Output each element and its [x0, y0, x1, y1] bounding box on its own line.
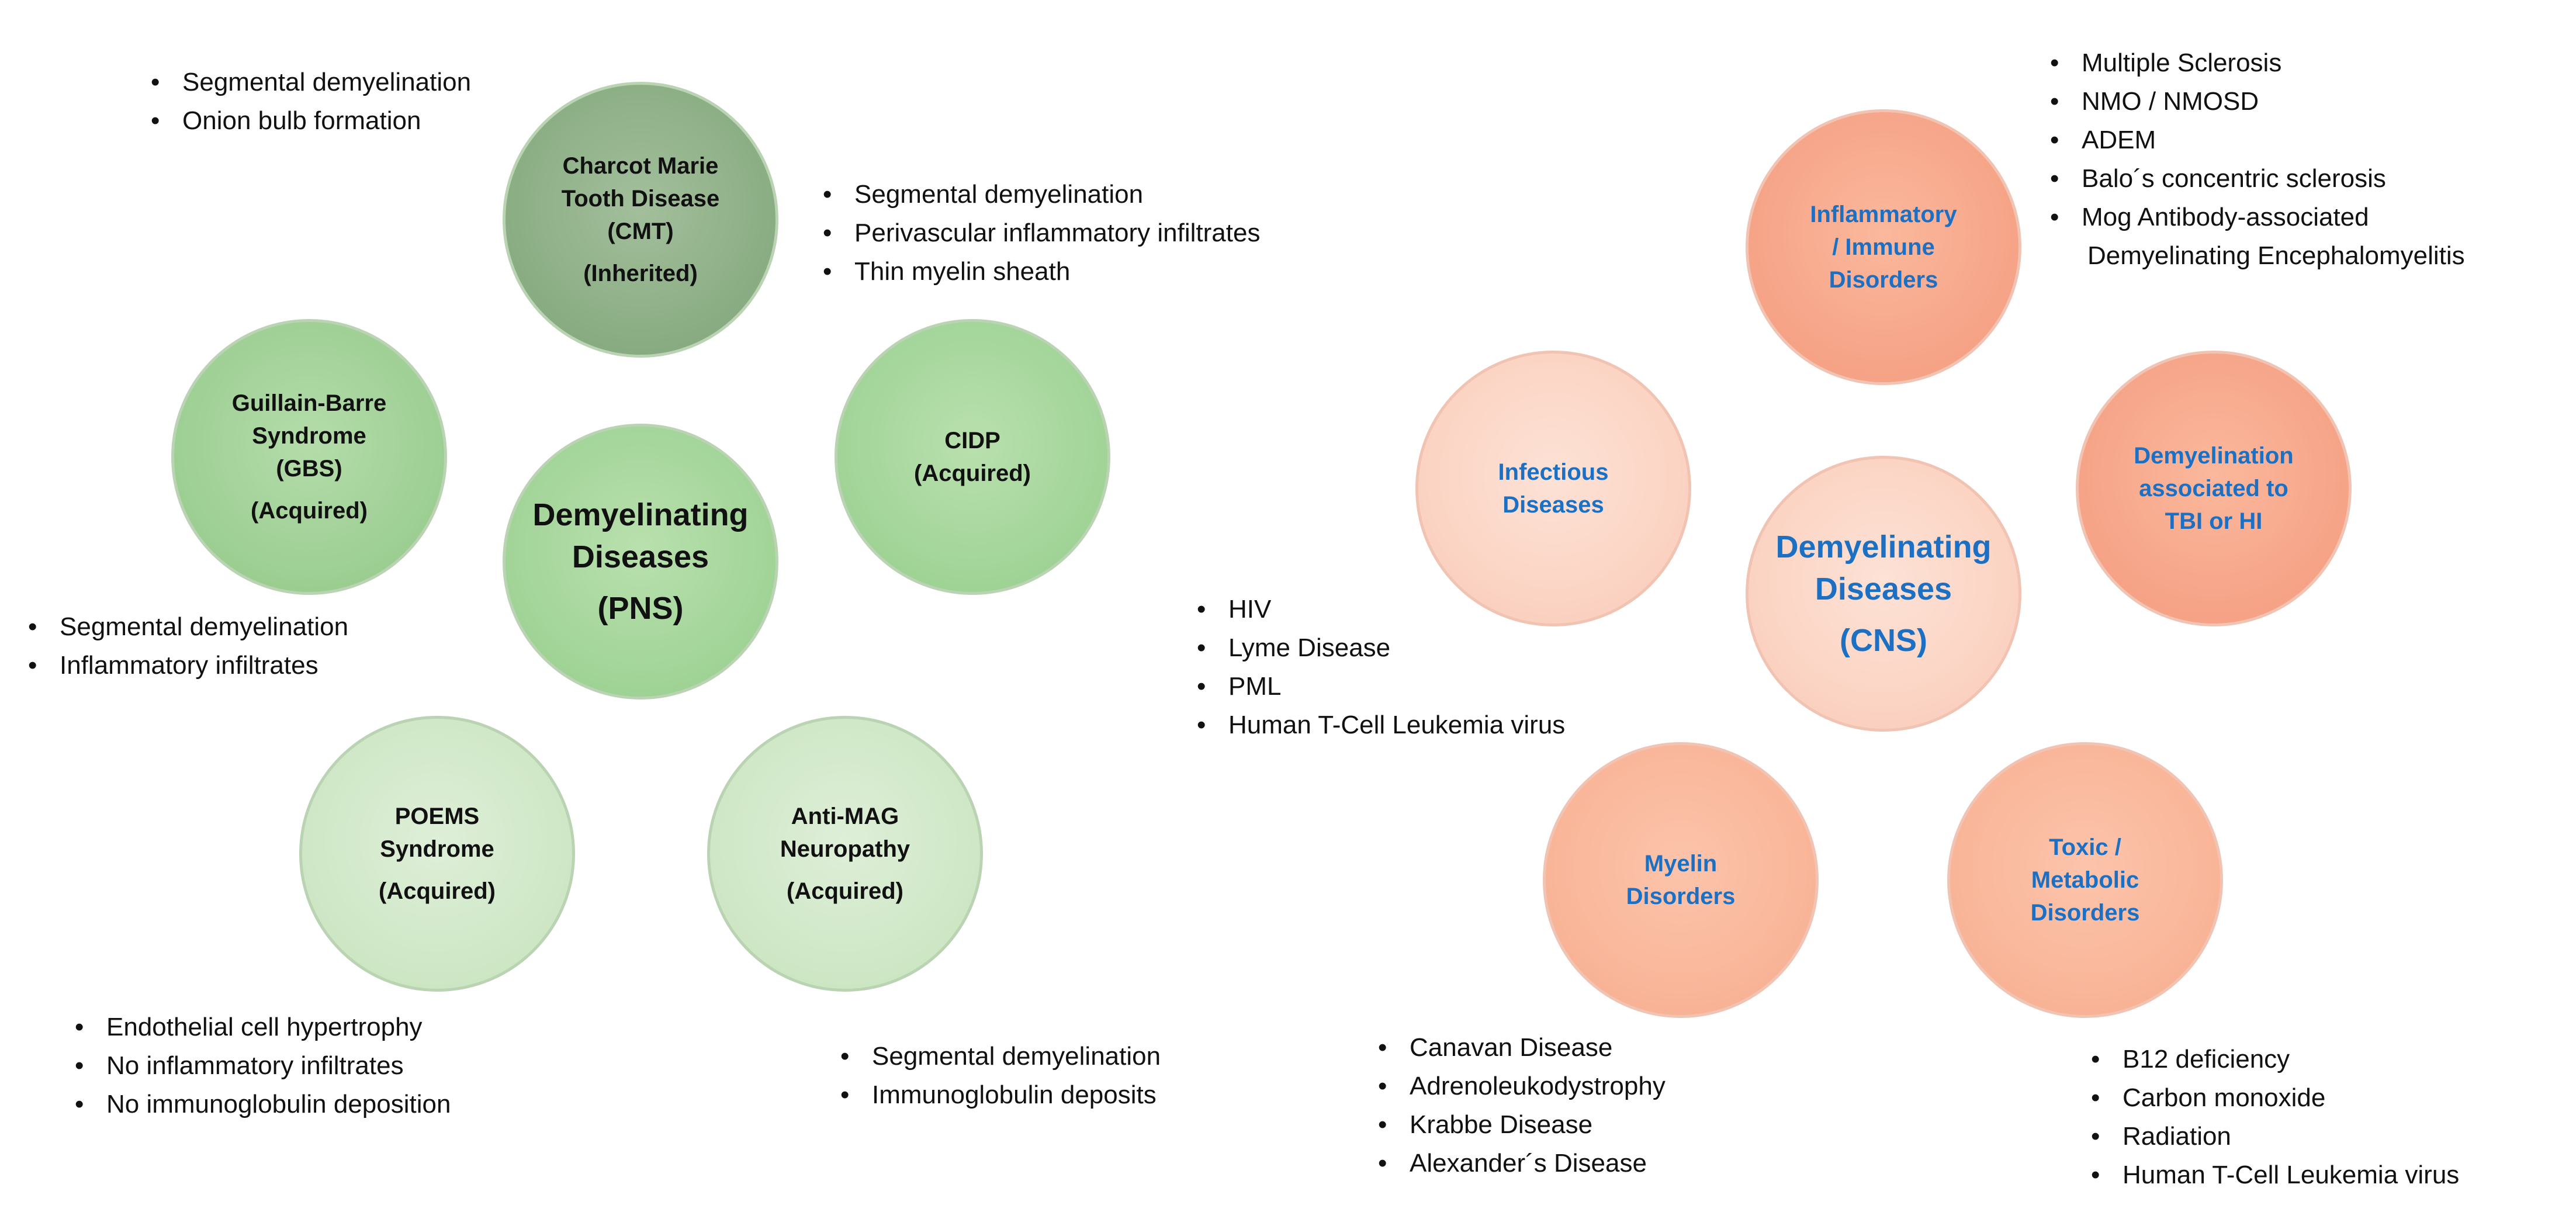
- list-item: Segmental demyelination: [818, 175, 1260, 214]
- list-item: No immunoglobulin deposition: [70, 1085, 451, 1124]
- list-item: Multiple Sclerosis: [2045, 44, 2465, 82]
- pns-center-label-3: (PNS): [597, 591, 684, 626]
- list-item: Segmental demyelination: [836, 1037, 1161, 1076]
- pns-center-label-1: Demyelinating: [532, 497, 749, 532]
- tbi-label-2: associated to: [2139, 476, 2288, 501]
- list-item: Alexander´s Disease: [1373, 1144, 1666, 1183]
- myelin-label-2: Disorders: [1626, 884, 1736, 909]
- toxic-bullet-list: B12 deficiency Carbon monoxide Radiation…: [2086, 1040, 2459, 1194]
- anti-mag-label-3: (Acquired): [787, 878, 903, 904]
- toxic-label-3: Disorders: [2030, 900, 2140, 926]
- anti-mag-label-2: Neuropathy: [780, 836, 910, 862]
- cns-center-label-3: (CNS): [1840, 623, 1927, 658]
- infectious-bullet-list: HIV Lyme Disease PML Human T-Cell Leukem…: [1192, 590, 1565, 744]
- cmt-bullet-list: Segmental demyelination Onion bulb forma…: [146, 63, 471, 140]
- list-item: HIV: [1192, 590, 1565, 629]
- inflammatory-label-3: Disorders: [1829, 267, 1938, 293]
- list-item: Immunoglobulin deposits: [836, 1076, 1161, 1114]
- poems-bullet-list: Endothelial cell hypertrophy No inflamma…: [70, 1008, 451, 1124]
- inflammatory-label-2: / Immune: [1832, 234, 1935, 260]
- cidp-bullet-list: Segmental demyelination Perivascular inf…: [818, 175, 1260, 291]
- myelin-node: Myelin Disorders: [1543, 742, 1819, 1018]
- list-item: PML: [1192, 667, 1565, 706]
- inflammatory-label-1: Inflammatory: [1810, 202, 1957, 227]
- pns-center-label-2: Diseases: [572, 539, 709, 574]
- list-item: B12 deficiency: [2086, 1040, 2459, 1079]
- poems-node: POEMS Syndrome (Acquired): [299, 716, 575, 992]
- list-item: Inflammatory infiltrates: [23, 646, 348, 685]
- inflammatory-immune-node: Inflammatory / Immune Disorders: [1746, 109, 2021, 385]
- list-item: Perivascular inflammatory infiltrates: [818, 214, 1260, 252]
- toxic-label-1: Toxic /: [2049, 834, 2121, 860]
- anti-mag-bullet-list: Segmental demyelination Immunoglobulin d…: [836, 1037, 1161, 1114]
- toxic-metabolic-node: Toxic / Metabolic Disorders: [1947, 742, 2223, 1018]
- cmt-node: Charcot Marie Tooth Disease (CMT) (Inher…: [503, 82, 778, 358]
- list-item: Radiation: [2086, 1117, 2459, 1156]
- list-item: Thin myelin sheath: [818, 252, 1260, 291]
- gbs-label-4: (Acquired): [251, 498, 368, 524]
- list-item: Segmental demyelination: [23, 608, 348, 646]
- gbs-bullet-list: Segmental demyelination Inflammatory inf…: [23, 608, 348, 685]
- cns-center-label-1: Demyelinating: [1775, 529, 1992, 565]
- gbs-label-3: (GBS): [276, 456, 342, 482]
- infectious-node: Infectious Diseases: [1415, 351, 1691, 626]
- gbs-node: Guillain-Barre Syndrome (GBS) (Acquired): [171, 319, 447, 595]
- list-item: Endothelial cell hypertrophy: [70, 1008, 451, 1047]
- anti-mag-label-1: Anti-MAG: [791, 804, 899, 829]
- list-item: Mog Antibody-associated: [2045, 198, 2465, 237]
- cidp-label-2: (Acquired): [914, 460, 1031, 486]
- cmt-label-4: (Inherited): [583, 261, 698, 286]
- list-item: Human T-Cell Leukemia virus: [2086, 1156, 2459, 1194]
- gbs-label-2: Syndrome: [252, 423, 366, 449]
- tbi-node: Demyelination associated to TBI or HI: [2076, 351, 2352, 626]
- list-item: Carbon monoxide: [2086, 1079, 2459, 1117]
- pns-center-node: Demyelinating Diseases (PNS): [503, 424, 778, 699]
- list-item: No inflammatory infiltrates: [70, 1047, 451, 1085]
- tbi-label-3: TBI or HI: [2165, 508, 2263, 534]
- list-item: ADEM: [2045, 121, 2465, 160]
- cns-center-label-2: Diseases: [1815, 572, 1952, 607]
- cmt-label-3: (CMT): [607, 219, 674, 244]
- infectious-label-2: Diseases: [1502, 492, 1604, 518]
- infectious-label-1: Infectious: [1498, 459, 1609, 485]
- toxic-label-2: Metabolic: [2031, 867, 2139, 893]
- poems-label-3: (Acquired): [379, 878, 496, 904]
- inflammatory-bullet-list: Multiple Sclerosis NMO / NMOSD ADEM Balo…: [2045, 44, 2465, 275]
- list-item-continuation: Demyelinating Encephalomyelitis: [2087, 241, 2465, 270]
- list-item: Onion bulb formation: [146, 102, 471, 140]
- anti-mag-node: Anti-MAG Neuropathy (Acquired): [707, 716, 983, 992]
- list-item: Adrenoleukodystrophy: [1373, 1067, 1666, 1106]
- poems-label-1: POEMS: [394, 804, 480, 829]
- myelin-label-1: Myelin: [1644, 851, 1718, 877]
- gbs-label-1: Guillain-Barre: [231, 390, 387, 416]
- list-item: NMO / NMOSD: [2045, 82, 2465, 121]
- cmt-label-2: Tooth Disease: [561, 186, 720, 212]
- cns-center-node: Demyelinating Diseases (CNS): [1746, 456, 2021, 732]
- cidp-label-1: CIDP: [944, 428, 1000, 453]
- myelin-bullet-list: Canavan Disease Adrenoleukodystrophy Kra…: [1373, 1028, 1666, 1183]
- tbi-label-1: Demyelination: [2134, 443, 2294, 469]
- list-item: Lyme Disease: [1192, 629, 1565, 667]
- list-item: Krabbe Disease: [1373, 1106, 1666, 1144]
- list-item: Segmental demyelination: [146, 63, 471, 102]
- list-item: Human T-Cell Leukemia virus: [1192, 706, 1565, 744]
- list-item: Canavan Disease: [1373, 1028, 1666, 1067]
- list-item: Balo´s concentric sclerosis: [2045, 160, 2465, 198]
- cidp-node: CIDP (Acquired): [835, 319, 1110, 595]
- cmt-label-1: Charcot Marie: [562, 153, 719, 179]
- poems-label-2: Syndrome: [380, 836, 494, 862]
